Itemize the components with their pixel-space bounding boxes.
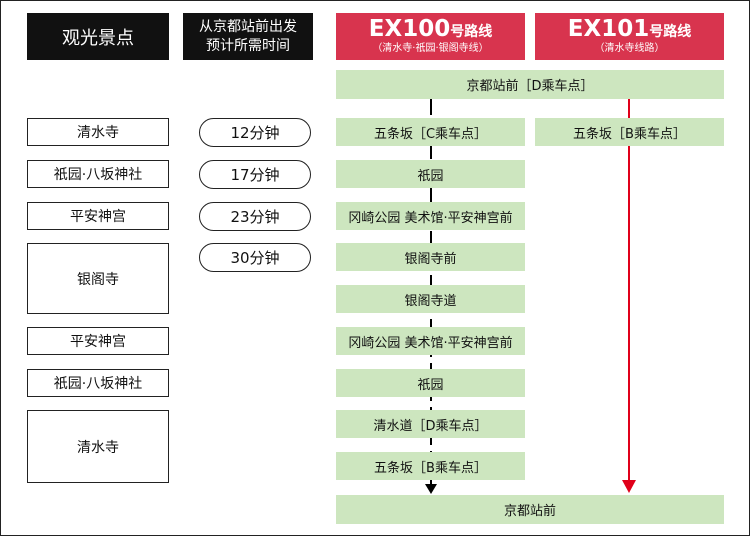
ex100-stop-gion-return: 祇园	[336, 369, 525, 397]
ex100-stop-gion: 祇园	[336, 160, 525, 188]
ex100-stop-kiyomizu-michi-d: 清水道［D乘车点］	[336, 410, 525, 438]
spot-label: 清水寺	[77, 125, 119, 141]
spot-label: 平安神宫	[70, 334, 126, 350]
spot-kiyomizu-return: 清水寺	[27, 410, 169, 483]
time-header: 从京都站前出发 预计所需时间	[183, 13, 313, 60]
stop-label: 冈崎公园 美术馆·平安神宫前	[348, 335, 513, 351]
stop-label: 冈崎公园 美术馆·平安神宫前	[348, 210, 513, 226]
spot-heian-jingu-return: 平安神宫	[27, 327, 169, 355]
duration-kiyomizu: 12分钟	[199, 118, 311, 147]
ex100-suffix: 号路线	[450, 24, 493, 40]
ex101-code: EX101	[567, 16, 650, 42]
ex100-code: EX100	[368, 16, 451, 42]
ex100-stop-gojozaka-c: 五条坂［C乘车点］	[336, 118, 525, 146]
ex100-stop-ginkakuji-michi: 银阁寺道	[336, 285, 525, 313]
ex100-stop-okazaki-return: 冈崎公园 美术馆·平安神宫前	[336, 327, 525, 355]
duration-gion: 17分钟	[199, 160, 311, 189]
stop-label: 祇园	[417, 377, 444, 393]
stop-label: 五条坂［B乘车点］	[573, 126, 686, 142]
spot-ginkakuji: 银阁寺	[27, 243, 169, 314]
stop-label: 祇园	[417, 168, 444, 184]
stop-label: 清水道［D乘车点］	[373, 418, 488, 434]
duration-heian: 23分钟	[199, 202, 311, 231]
start-stop: 京都站前［D乘车点］	[336, 70, 724, 99]
ex101-suffix: 号路线	[649, 24, 692, 40]
spots-header: 观光景点	[27, 13, 169, 60]
spot-label: 清水寺	[77, 439, 119, 456]
stop-label: 五条坂［C乘车点］	[373, 126, 488, 142]
ex100-header: EX100号路线 （清水寺·祇园·银阁寺线）	[336, 13, 525, 60]
stop-label: 五条坂［B乘车点］	[374, 460, 487, 476]
spot-gion-yasaka-return: 祇园·八坂神社	[27, 369, 169, 397]
ex101-header: EX101号路线 （清水寺线路）	[535, 13, 724, 60]
spot-label: 祇园·八坂神社	[53, 167, 143, 183]
stop-label: 银阁寺前	[404, 251, 457, 267]
spot-kiyomizu: 清水寺	[27, 118, 169, 146]
spot-label: 银阁寺	[77, 271, 119, 288]
stop-label: 银阁寺道	[404, 293, 457, 309]
end-stop: 京都站前	[336, 495, 724, 524]
end-stop-label: 京都站前	[503, 504, 556, 519]
ex100-subtitle: （清水寺·祇园·银阁寺线）	[372, 43, 489, 54]
ex101-arrowhead	[622, 480, 636, 493]
time-header-line1: 从京都站前出发	[199, 18, 297, 35]
spot-label: 祇园·八坂神社	[53, 376, 143, 392]
ex101-stop-gojozaka-b: 五条坂［B乘车点］	[535, 118, 724, 146]
duration-label: 17分钟	[230, 166, 280, 184]
ex100-stop-gojozaka-b: 五条坂［B乘车点］	[336, 452, 525, 480]
ex100-stop-ginkakuji-mae: 银阁寺前	[336, 243, 525, 271]
duration-label: 23分钟	[230, 208, 280, 226]
ex100-arrowhead	[425, 484, 437, 494]
duration-label: 30分钟	[230, 249, 280, 267]
spots-header-label: 观光景点	[62, 27, 134, 49]
ex101-subtitle: （清水寺线路）	[594, 43, 665, 54]
spot-heian-jingu: 平安神宫	[27, 202, 169, 230]
time-header-line2: 预计所需时间	[206, 37, 290, 54]
duration-ginkakuji: 30分钟	[199, 243, 311, 272]
ex100-stop-okazaki: 冈崎公园 美术馆·平安神宫前	[336, 202, 525, 230]
spot-label: 平安神宫	[70, 209, 126, 225]
duration-label: 12分钟	[230, 124, 280, 142]
start-stop-label: 京都站前［D乘车点］	[466, 79, 594, 94]
spot-gion-yasaka: 祇园·八坂神社	[27, 160, 169, 188]
